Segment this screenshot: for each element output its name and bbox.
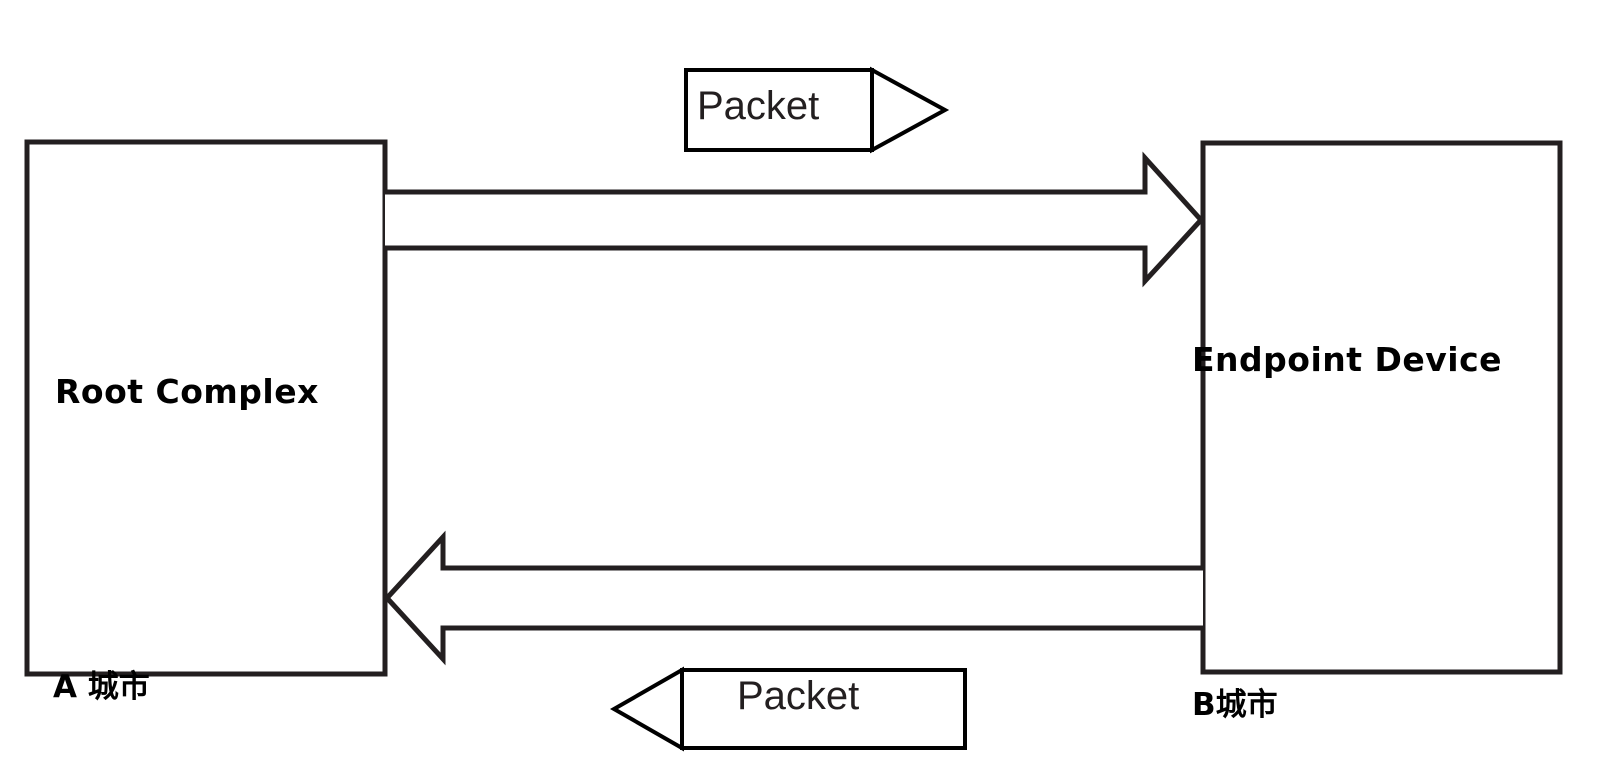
packet-tag-bottom-arrowhead[interactable] [609, 666, 684, 752]
caption-city-a: A 城市 [53, 669, 150, 705]
packet-label-downstream: Packet [697, 84, 820, 128]
packet-tag-top-body[interactable] [684, 68, 874, 152]
node-label-endpoint-device: Endpoint Device [1192, 340, 1503, 379]
node-label-root-complex: Root Complex [55, 372, 319, 411]
packet-label-upstream: Packet [737, 674, 860, 718]
caption-city-b: B城市 [1192, 687, 1278, 723]
packet-tag-bottom-body[interactable] [680, 668, 967, 750]
block-arrow-downstream[interactable] [385, 151, 1205, 288]
node-box-endpoint-device[interactable] [1200, 140, 1563, 675]
block-arrow-upstream[interactable] [383, 530, 1203, 666]
packet-tag-top-arrowhead[interactable] [870, 66, 950, 154]
node-box-root-complex[interactable] [24, 139, 388, 677]
